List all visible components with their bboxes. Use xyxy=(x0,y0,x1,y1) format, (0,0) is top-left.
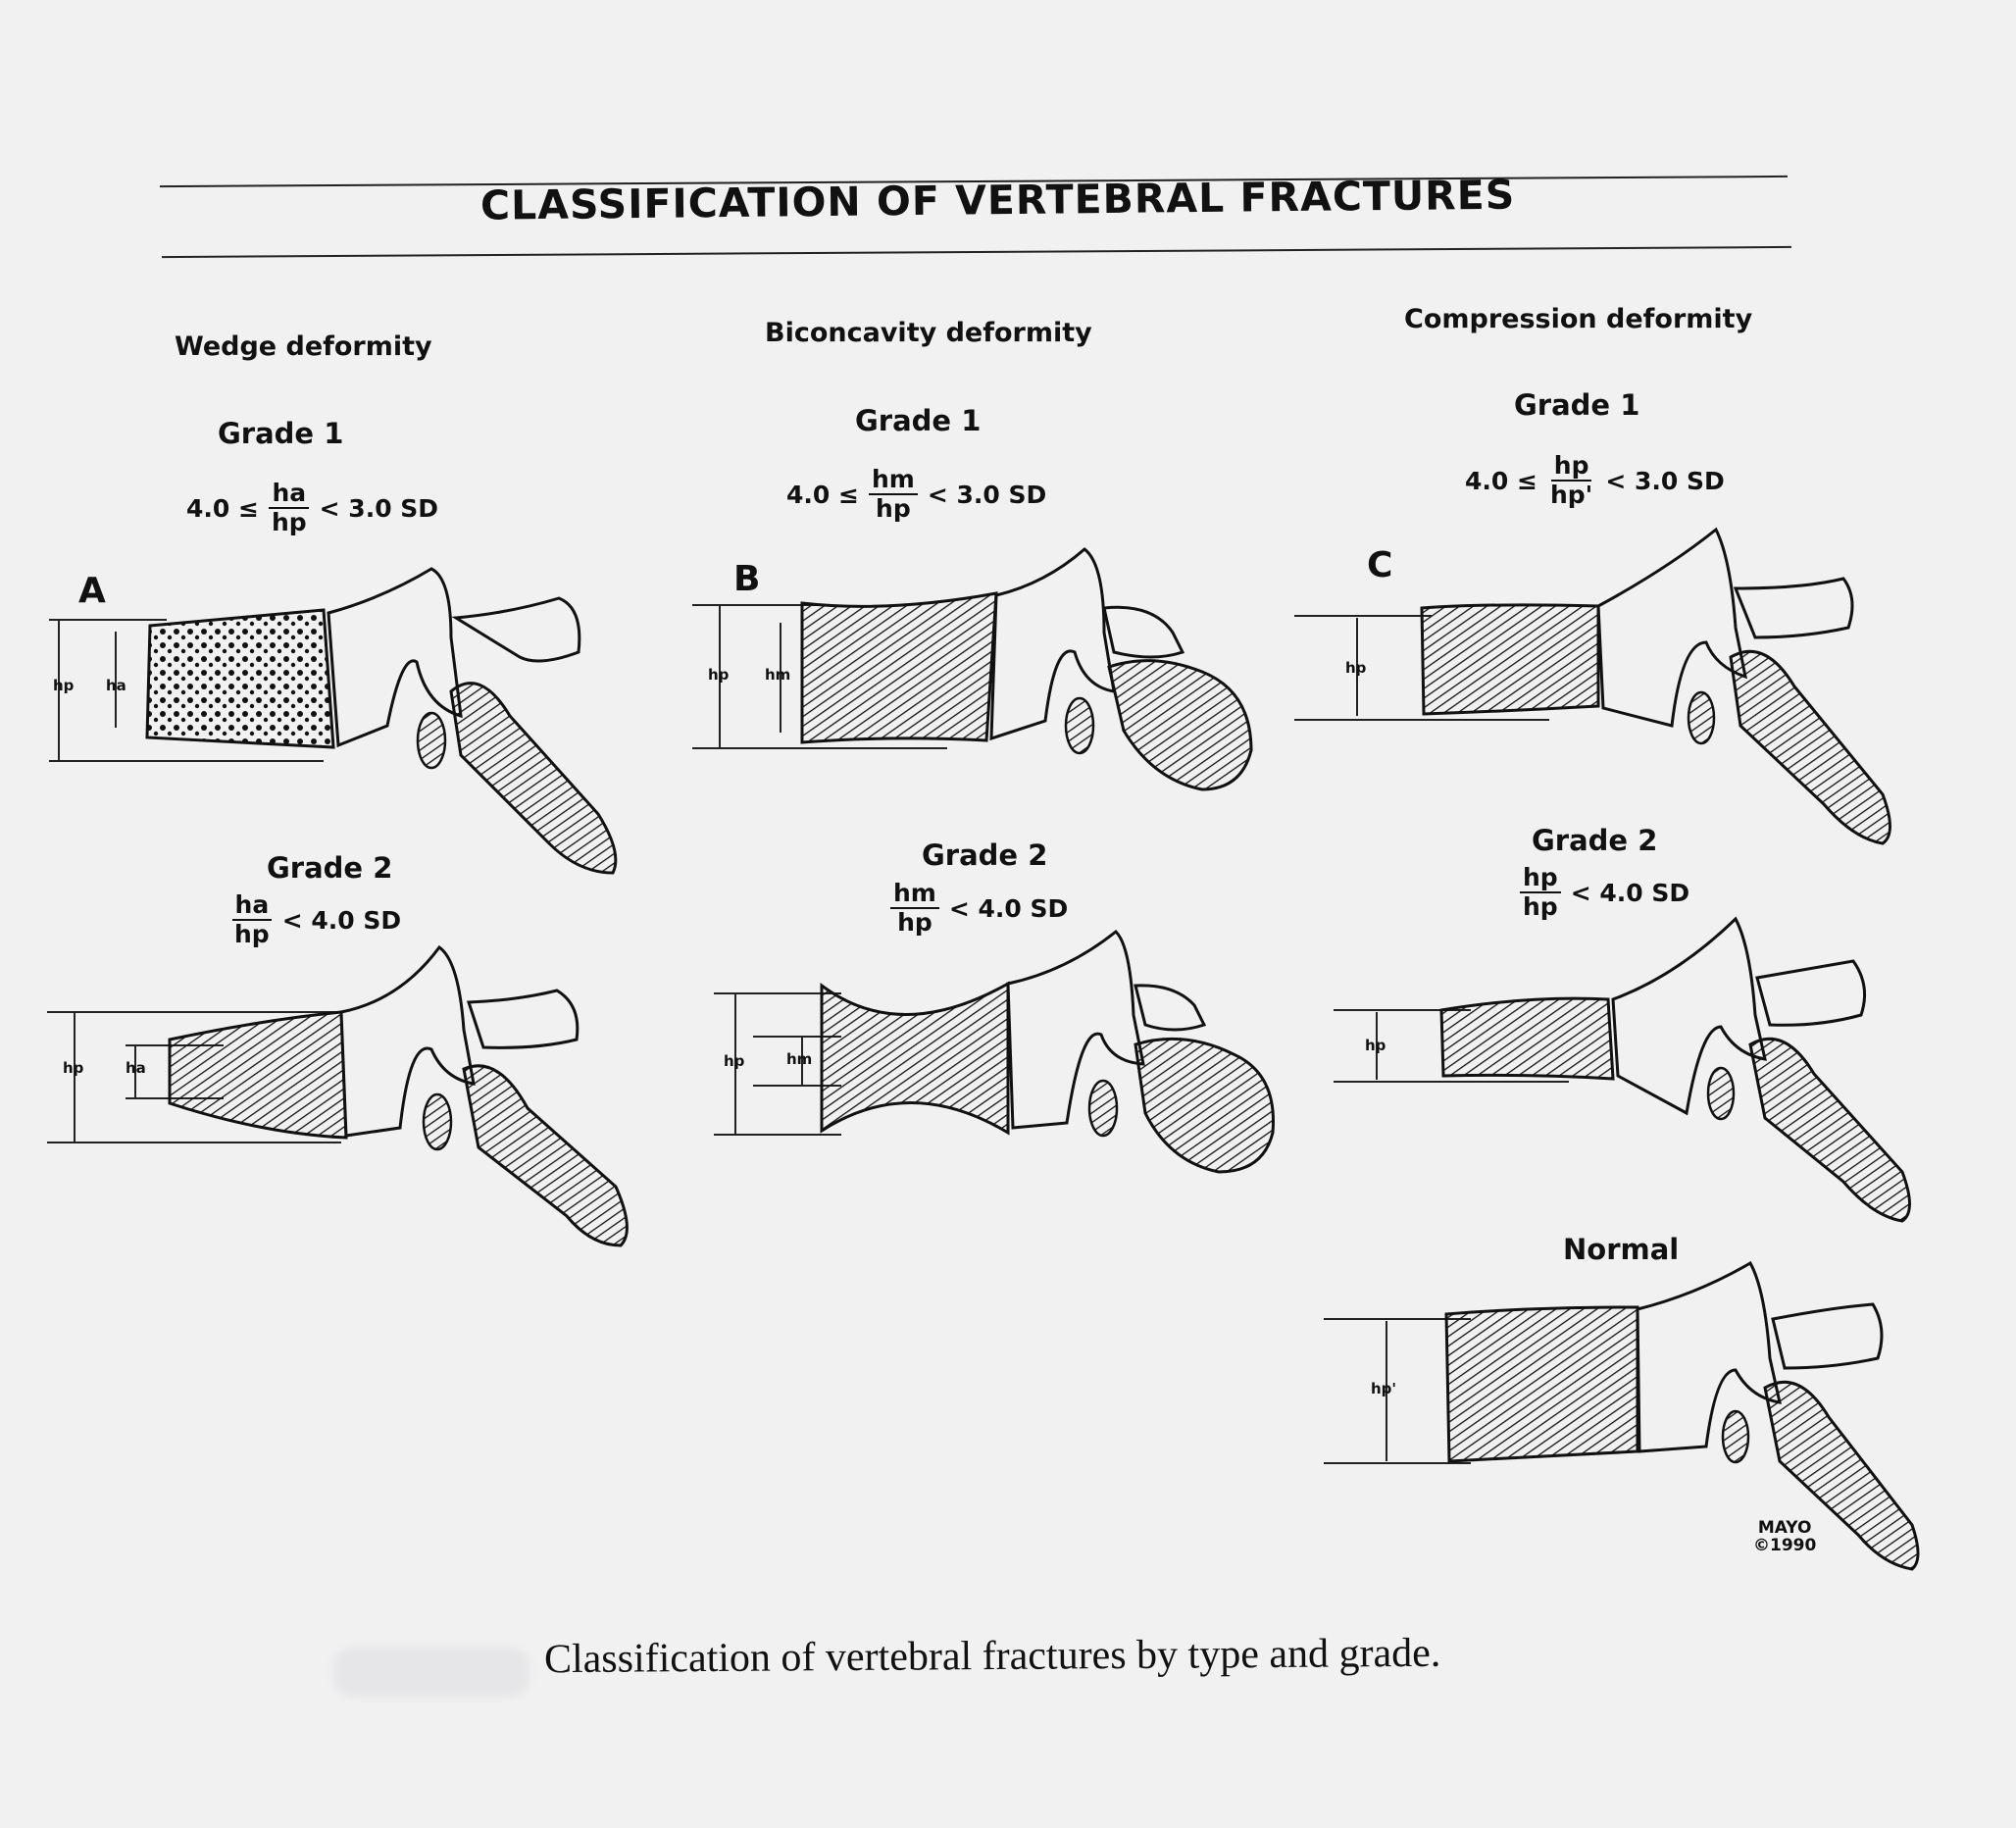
wedge-grade1-label: Grade 1 xyxy=(218,417,344,450)
fraction-denominator: hp xyxy=(897,908,932,938)
heading-compression: Compression deformity xyxy=(1404,304,1753,334)
fraction-denominator: hp' xyxy=(1549,481,1593,510)
biconcavity-grade1-formula: 4.0 ≤ hm hp < 3.0 SD xyxy=(786,466,1047,524)
formula-suffix: < 3.0 SD xyxy=(319,493,439,523)
page-title: CLASSIFICATION OF VERTEBRAL FRACTURES xyxy=(479,171,1516,229)
fraction-numerator: ha xyxy=(269,480,310,510)
dim-label-ha: ha xyxy=(106,677,126,694)
vertebra-wedge-grade2: hp ha xyxy=(47,941,645,1255)
mayo-credit: MAYO ©1990 xyxy=(1753,1518,1817,1555)
fraction-numerator: hm xyxy=(890,880,939,910)
vertebra-compression-grade2: hp xyxy=(1334,916,1922,1231)
heading-biconcavity: Biconcavity deformity xyxy=(765,318,1092,348)
panel-letter-a: A xyxy=(78,571,106,611)
dim-label-hp: hp xyxy=(1365,1037,1386,1054)
compression-grade1-label: Grade 1 xyxy=(1514,388,1640,422)
fraction: hp hp xyxy=(1520,864,1561,922)
title-rule-bottom xyxy=(162,245,1791,259)
panel-letter-c: C xyxy=(1367,545,1393,585)
formula-suffix: < 3.0 SD xyxy=(1605,466,1725,495)
panel-letter-b: B xyxy=(733,559,761,599)
fraction-denominator: hp xyxy=(876,494,911,524)
fraction: ha hp xyxy=(269,480,310,537)
fraction: ha hp xyxy=(231,891,273,949)
heading-wedge: Wedge deformity xyxy=(175,331,432,362)
formula-prefix: 4.0 ≤ xyxy=(186,493,259,523)
vertebra-biconcavity-grade2: hp hm xyxy=(714,927,1283,1201)
wedge-grade2-formula: ha hp < 4.0 SD xyxy=(227,891,402,949)
smudge xyxy=(333,1648,529,1697)
dim-label-hp: hp xyxy=(1345,659,1367,677)
vertebra-biconcavity-grade1: hp hm xyxy=(692,544,1261,809)
biconcavity-grade1-label: Grade 1 xyxy=(855,404,982,437)
dim-label-hp-prime: hp' xyxy=(1371,1380,1396,1397)
formula-prefix: 4.0 ≤ xyxy=(786,480,859,509)
dim-label-hp: hp xyxy=(708,666,730,684)
dim-label-hm: hm xyxy=(786,1050,812,1068)
fraction-denominator: hp xyxy=(234,920,270,949)
credit-line2: ©1990 xyxy=(1753,1535,1817,1555)
compression-grade1-formula: 4.0 ≤ hp hp' < 3.0 SD xyxy=(1465,452,1725,510)
formula-suffix: < 3.0 SD xyxy=(927,480,1047,509)
vertebra-normal: hp' xyxy=(1324,1260,1932,1574)
vertebra-wedge-grade1: hp ha xyxy=(49,559,628,883)
wedge-grade2-label: Grade 2 xyxy=(267,851,393,885)
fraction-denominator: hp xyxy=(271,508,307,537)
biconcavity-grade2-label: Grade 2 xyxy=(922,838,1048,872)
normal-label: Normal xyxy=(1563,1233,1680,1266)
fraction: hp hp' xyxy=(1547,452,1595,510)
fraction-numerator: hp xyxy=(1520,864,1561,894)
dim-label-hp: hp xyxy=(724,1052,745,1070)
credit-line1: MAYO xyxy=(1757,1518,1812,1538)
dim-label-hp: hp xyxy=(53,677,75,694)
fraction: hm hp xyxy=(890,880,939,938)
formula-suffix: < 4.0 SD xyxy=(1570,878,1690,907)
formula-suffix: < 4.0 SD xyxy=(281,905,402,935)
wedge-grade1-formula: 4.0 ≤ ha hp < 3.0 SD xyxy=(186,480,439,537)
formula-prefix: 4.0 ≤ xyxy=(1465,466,1537,495)
compression-grade2-label: Grade 2 xyxy=(1532,824,1658,857)
fraction-denominator: hp xyxy=(1523,892,1558,922)
dim-label-hm: hm xyxy=(765,666,790,684)
fraction: hm hp xyxy=(868,466,918,524)
figure-caption: Classification of vertebral fractures by… xyxy=(543,1630,1441,1683)
vertebra-compression-grade1: hp xyxy=(1294,527,1902,853)
fraction-numerator: hm xyxy=(868,466,918,496)
dim-label-hp: hp xyxy=(63,1059,84,1077)
formula-suffix: < 4.0 SD xyxy=(948,893,1069,923)
fraction-numerator: ha xyxy=(231,891,273,922)
dim-label-ha: ha xyxy=(126,1059,146,1077)
compression-grade2-formula: hp hp < 4.0 SD xyxy=(1516,864,1690,922)
biconcavity-grade2-formula: hm hp < 4.0 SD xyxy=(886,880,1069,938)
fraction-numerator: hp xyxy=(1550,452,1592,482)
